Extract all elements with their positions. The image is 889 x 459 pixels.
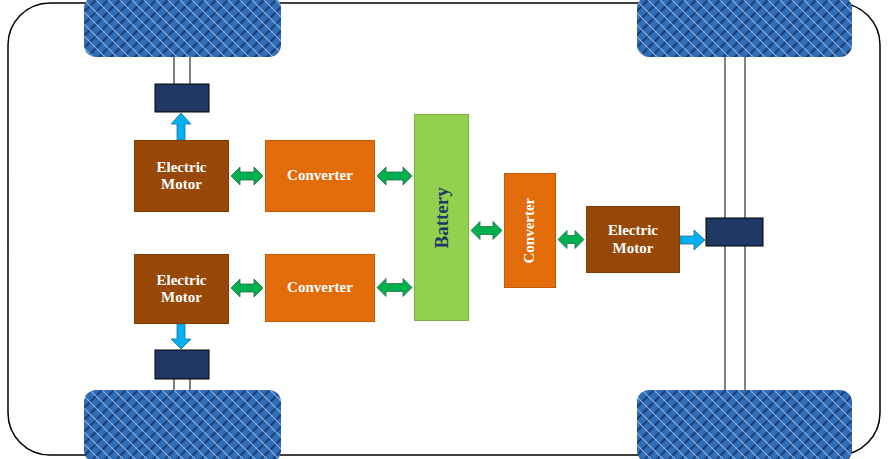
converter-box: Converter (265, 254, 375, 322)
power-flow-arrow (377, 167, 412, 185)
power-flow-arrow (377, 279, 412, 297)
node-label: Electric Motor (139, 159, 224, 194)
battery-box: Battery (414, 114, 469, 321)
converter-box: Converter (265, 140, 375, 212)
shaft-arrow (680, 230, 705, 250)
power-flow-arrow (471, 222, 502, 240)
shaft-arrow (171, 113, 191, 140)
motor-box: Electric Motor (134, 254, 229, 324)
tire (637, 0, 852, 57)
node-label: Converter (287, 167, 353, 184)
vehicle-body (8, 3, 880, 455)
motor-box: Electric Motor (134, 140, 229, 212)
tire (84, 390, 281, 459)
converter-box: Converter (504, 173, 556, 288)
axle-line (190, 57, 191, 84)
gearbox (706, 218, 763, 246)
tire (84, 0, 281, 57)
power-flow-arrow (231, 279, 263, 297)
node-label: Battery (431, 187, 453, 248)
shaft-arrow (171, 324, 191, 349)
node-label: Electric Motor (591, 222, 675, 257)
node-label: Converter (521, 198, 538, 264)
power-flow-arrow (558, 231, 584, 249)
motor-box: Electric Motor (586, 206, 680, 273)
node-label: Converter (287, 279, 353, 296)
axle-line (174, 57, 175, 84)
node-label: Electric Motor (139, 272, 224, 307)
tire (637, 390, 852, 459)
gearbox (155, 84, 209, 112)
power-flow-arrow (231, 167, 263, 185)
gearbox (155, 350, 209, 379)
